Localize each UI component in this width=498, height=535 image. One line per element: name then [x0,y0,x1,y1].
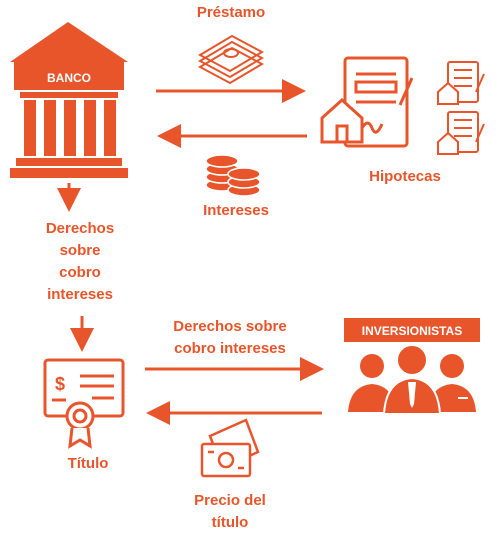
rights-sale-label: Derechos sobre cobro intereses [150,316,310,360]
investors-header [344,318,480,342]
coin-stacks-icon [205,154,261,197]
rights-label-line: sobre [59,242,101,259]
price-label-line: Precio del [194,492,266,509]
mortgages-label: Hipotecas [369,168,441,185]
rights-label-line: Derechos [45,220,115,237]
bank-building-icon [10,22,128,178]
certificate-icon [43,358,125,449]
price-label: Precio del título [170,490,290,534]
investors-label: INVERSIONISTAS [362,324,462,338]
title-label: Título [67,455,109,472]
bank-label: BANCO [47,71,91,85]
rights-label-line: cobro [59,264,101,281]
certificate-dollar-glyph: $ [55,374,65,394]
mortgage-document-small-icon [437,61,485,105]
loan-label: Préstamo [196,4,266,21]
banknote-icon [200,418,260,478]
mortgage-document-icon [320,56,414,148]
rights-sale-label-line: Derechos sobre [173,318,287,335]
interest-label: Intereses [203,202,269,219]
rights-label-line: intereses [47,286,113,303]
mortgage-document-small-icon [437,111,485,155]
rights-label: Derechos sobre cobro intereses [20,218,140,306]
investors-group-icon [348,344,476,415]
price-label-line: título [211,514,249,531]
money-stack-icon [197,34,265,85]
rights-sale-label-line: cobro intereses [174,340,286,357]
